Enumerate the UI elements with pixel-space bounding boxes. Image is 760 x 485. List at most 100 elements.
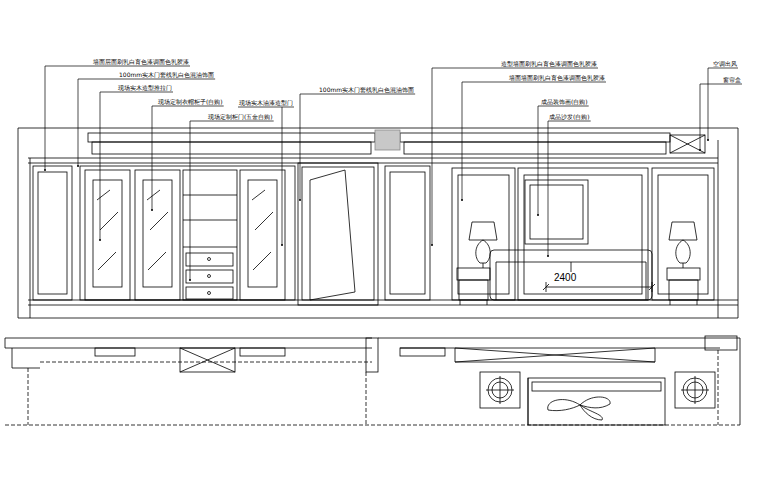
wardrobe-part — [208, 292, 211, 295]
wall-outline-part — [28, 305, 738, 306]
leader-dot — [151, 209, 153, 211]
leader-line — [548, 121, 549, 256]
wall-outline-part — [18, 128, 19, 318]
left-panel-part — [33, 166, 72, 300]
wall-outline-part — [738, 128, 739, 318]
floor-plan-part — [528, 378, 665, 425]
door-opening — [298, 163, 378, 305]
leader-dot — [431, 244, 433, 246]
ceiling-cornice-part — [375, 130, 400, 150]
mid-panel-part — [390, 172, 425, 294]
floor-plan-part — [366, 338, 378, 372]
leader-line — [100, 92, 101, 240]
leader-line — [548, 121, 591, 122]
leader-dot — [77, 165, 79, 167]
wardrobe-part — [147, 190, 160, 200]
wall-outline-part — [718, 140, 719, 318]
callout-note: 成品沙发(自购) — [548, 113, 591, 120]
mid-panel-part — [385, 166, 430, 300]
left-panel-part — [38, 172, 67, 294]
wardrobe-part — [100, 212, 118, 230]
wardrobe-part — [183, 247, 237, 248]
leader-line — [190, 121, 274, 122]
ceiling-cornice-part — [88, 133, 375, 142]
leader-dot — [189, 279, 191, 281]
floor-plan-part — [95, 348, 135, 356]
wardrobe-part — [183, 170, 237, 300]
floor-plan-part — [740, 338, 741, 425]
feature-wall — [452, 168, 714, 300]
leader-line — [462, 82, 606, 83]
feature-wall-part — [452, 168, 515, 300]
leader-line — [78, 79, 215, 80]
leader-line — [708, 68, 738, 69]
leader-dot — [707, 139, 709, 141]
wardrobe-part — [85, 170, 130, 300]
leader-line — [708, 68, 709, 140]
table-lamps-part — [669, 222, 697, 240]
leader-line — [700, 84, 742, 85]
leader-line — [432, 68, 598, 69]
wardrobe-part — [186, 270, 233, 283]
sofa — [490, 250, 652, 300]
wall-outline-part — [18, 128, 738, 129]
wardrobe-part — [150, 212, 168, 230]
leader-line — [538, 106, 589, 107]
callout-note: 现场定制柜门(五金自购) — [207, 113, 274, 120]
feature-wall-part — [518, 168, 648, 300]
floor-plan-part — [455, 348, 655, 362]
floor-plan-part — [455, 348, 655, 362]
wardrobe-part — [93, 180, 122, 287]
wall-outline — [18, 128, 738, 318]
feature-wall-part — [458, 175, 509, 294]
dimension-text: 2400 — [553, 272, 577, 283]
dimension-line-part — [543, 284, 549, 290]
wardrobe-part — [135, 170, 180, 300]
dimension-line — [543, 282, 655, 292]
sofa-part — [490, 250, 652, 300]
floor-plan-part — [480, 372, 520, 408]
feature-wall-part — [525, 180, 588, 244]
wardrobe-part — [143, 180, 172, 287]
floor-plan-part — [5, 338, 372, 339]
callout-note: 空调出风 — [712, 60, 738, 67]
floor-plan-part — [180, 348, 235, 372]
wardrobe-part — [183, 220, 237, 221]
table-lamps-part — [476, 240, 490, 263]
wall-outline-part — [30, 158, 31, 318]
wardrobe-part — [208, 258, 211, 261]
nightstands-part — [697, 300, 698, 305]
nightstands-part — [487, 300, 488, 305]
sofa-part — [496, 262, 497, 300]
feature-wall-part — [658, 175, 708, 294]
leader-line — [282, 107, 283, 245]
callout-note: 100mm实木门套线乳白色混油饰面 — [118, 71, 215, 78]
floor-plan-part — [580, 405, 602, 420]
leader-line — [100, 92, 173, 93]
wardrobe-part — [97, 190, 110, 200]
floor-plan-part — [500, 376, 501, 404]
leader-line — [152, 106, 224, 107]
leader-dot — [699, 149, 701, 151]
floor-plan-part — [718, 350, 719, 425]
table-lamps — [469, 222, 697, 268]
floor-plan-part — [40, 362, 372, 363]
wardrobe-part — [240, 170, 285, 300]
callout-note: 现场实木造型推拉门 — [117, 84, 173, 91]
nightstands-part — [670, 300, 671, 305]
floor-plan-part — [532, 382, 661, 391]
leader-dot — [99, 239, 101, 241]
callout-note: 现场定制衣帽柜子(自购) — [157, 98, 224, 105]
floor-plan-part — [180, 348, 235, 372]
wardrobe-part — [255, 212, 273, 230]
leader-line — [152, 106, 153, 210]
wardrobe-part — [252, 190, 265, 200]
ceiling-cornice-part — [404, 142, 666, 154]
floor-plan-part — [455, 348, 456, 362]
wall-outline-part — [18, 318, 738, 319]
wardrobe-part — [183, 195, 237, 196]
floor-plan-part — [695, 376, 696, 404]
wardrobe-part — [186, 253, 233, 266]
leader-line — [462, 82, 463, 200]
